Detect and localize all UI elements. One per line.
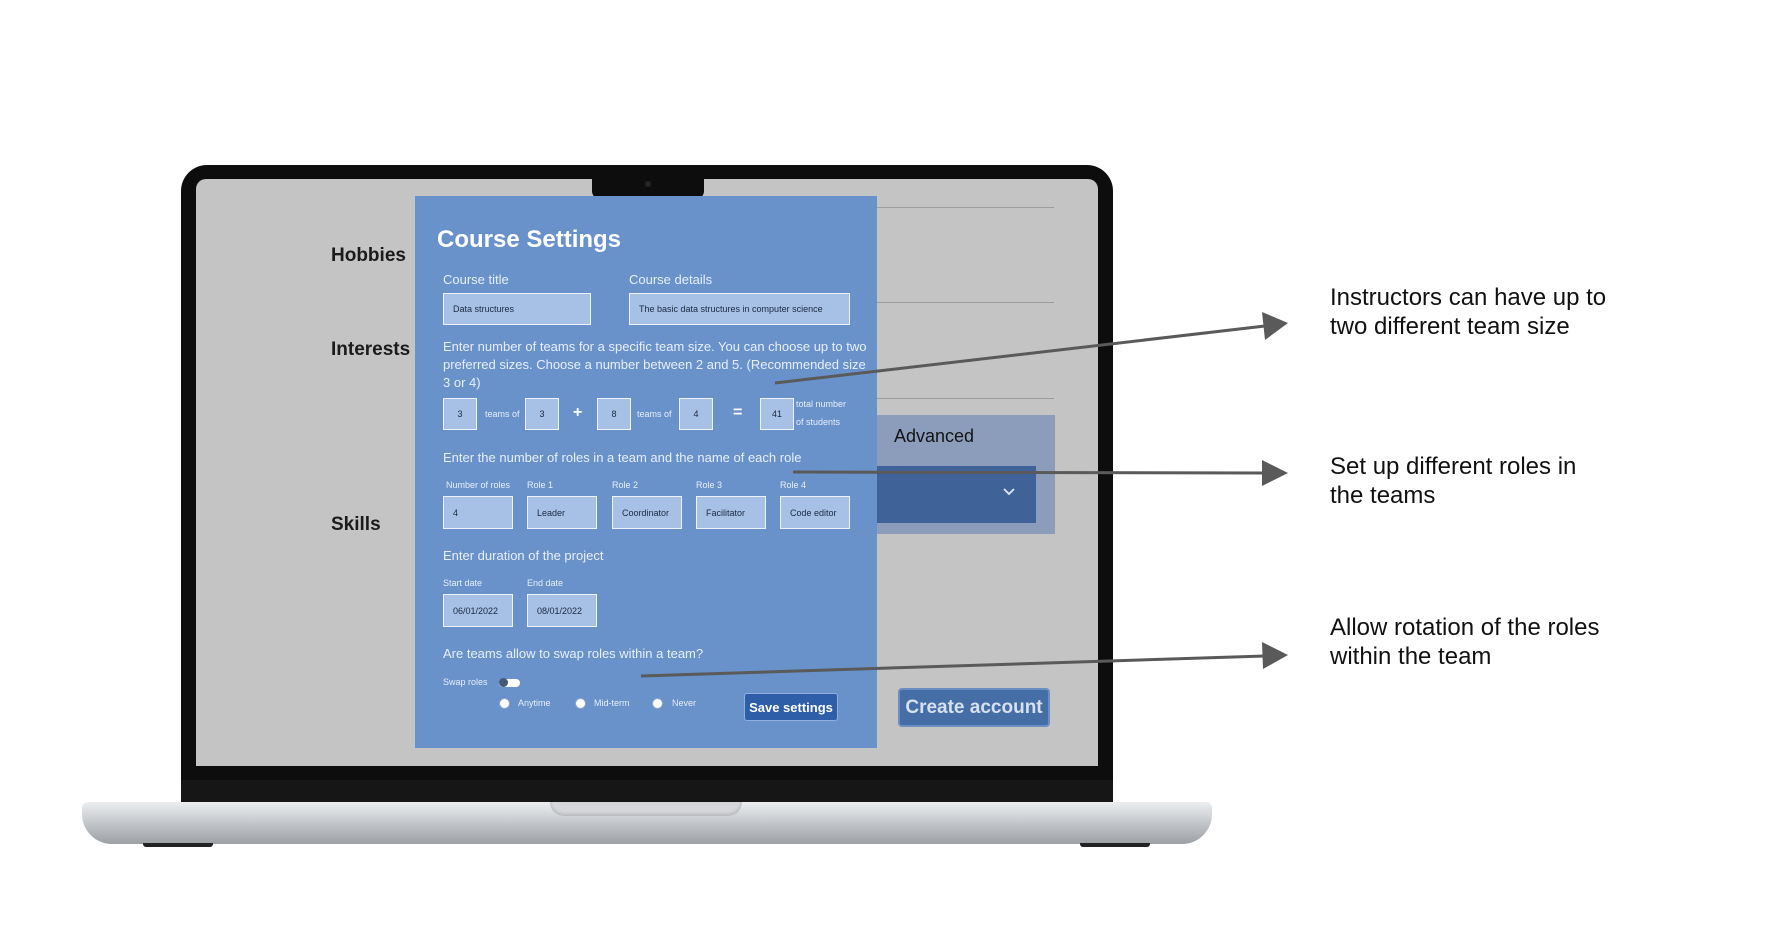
arrow-line-team-size: [774, 324, 1266, 385]
course-title-label: Course title: [443, 272, 509, 287]
team-group1-size-input[interactable]: 3: [525, 398, 559, 430]
radio-anytime[interactable]: [499, 698, 510, 709]
skills-label: Skills: [331, 514, 381, 535]
course-details-input[interactable]: The basic data structures in computer sc…: [629, 293, 850, 325]
annotation-line: Set up different roles in: [1330, 453, 1577, 480]
role-4-input[interactable]: Code editor: [780, 496, 850, 529]
swap-roles-label: Swap roles: [443, 677, 488, 687]
arrow-line-roles: [792, 470, 1266, 475]
role-label: Role 3: [696, 480, 723, 490]
camera-icon: [645, 181, 651, 187]
role-1-input[interactable]: Leader: [527, 496, 597, 529]
team-group2-count-input[interactable]: 8: [597, 398, 631, 430]
number-of-roles-label: Number of roles: [446, 480, 511, 490]
chevron-down-icon[interactable]: [1002, 482, 1016, 502]
role-3-input[interactable]: Facilitator: [696, 496, 766, 529]
modal-title: Course Settings: [437, 226, 622, 253]
team-group1-count-input[interactable]: 3: [443, 398, 477, 430]
annotation-line: the teams: [1330, 482, 1436, 509]
radio-never-label: Never: [672, 698, 697, 708]
course-details-label: Course details: [629, 272, 713, 287]
radio-mid-term-label: Mid-term: [594, 698, 630, 708]
role-2-input[interactable]: Coordinator: [612, 496, 682, 529]
total-students-field: 41: [760, 398, 794, 430]
annotation-team-size: Instructors can have up to two different…: [1330, 283, 1606, 341]
role-label: Role 1: [527, 480, 554, 490]
teams-of-label-1: teams of: [485, 409, 520, 419]
teams-instruction: Enter number of teams for a specific tea…: [443, 339, 867, 390]
camera-notch: [592, 176, 704, 199]
role-label: Role 2: [612, 480, 639, 490]
annotation-line: two different team size: [1330, 313, 1570, 340]
advanced-label: Advanced: [894, 426, 975, 446]
arrow-line-rotation: [640, 654, 1266, 678]
total-label-line1: total number: [796, 399, 847, 409]
start-date-input[interactable]: 06/01/2022: [443, 594, 513, 627]
hobbies-label: Hobbies: [331, 245, 406, 266]
arrowhead-rotation: [1262, 642, 1288, 669]
role-label: Role 4: [780, 480, 807, 490]
laptop-foot-left: [143, 843, 213, 847]
radio-anytime-label: Anytime: [518, 698, 551, 708]
save-settings-button[interactable]: Save settings: [744, 693, 838, 721]
roles-instruction: Enter the number of roles in a team and …: [443, 450, 802, 465]
arrowhead-team-size: [1262, 312, 1288, 340]
create-account-button[interactable]: Create account: [898, 688, 1050, 727]
plus-sign: +: [573, 404, 583, 421]
radio-mid-term[interactable]: [575, 698, 586, 709]
annotation-line: within the team: [1330, 643, 1492, 670]
arrowhead-roles: [1262, 460, 1288, 486]
laptop-chin: [181, 780, 1113, 806]
end-date-label: End date: [527, 578, 564, 588]
swap-roles-toggle[interactable]: [499, 679, 520, 687]
annotation-roles: Set up different roles in the teams: [1330, 452, 1576, 510]
annotation-line: Instructors can have up to: [1330, 284, 1607, 311]
annotation-rotation: Allow rotation of the roles within the t…: [1330, 613, 1599, 671]
interests-label: Interests: [331, 339, 411, 360]
annotation-line: Allow rotation of the roles: [1330, 614, 1600, 641]
toggle-knob[interactable]: [499, 678, 508, 687]
teams-of-label-2: teams of: [637, 409, 672, 419]
laptop-foot-right: [1080, 843, 1150, 847]
end-date-input[interactable]: 08/01/2022: [527, 594, 597, 627]
swap-question: Are teams allow to swap roles within a t…: [443, 646, 704, 661]
team-group2-size-input[interactable]: 4: [679, 398, 713, 430]
equals-sign: =: [733, 404, 743, 421]
course-title-input[interactable]: Data structures: [443, 293, 591, 325]
duration-instruction: Enter duration of the project: [443, 548, 604, 563]
total-label-line2: of students: [796, 417, 841, 427]
start-date-label: Start date: [443, 578, 483, 588]
laptop-open-groove: [550, 802, 742, 816]
radio-never[interactable]: [652, 698, 663, 709]
number-of-roles-input[interactable]: 4: [443, 496, 513, 529]
